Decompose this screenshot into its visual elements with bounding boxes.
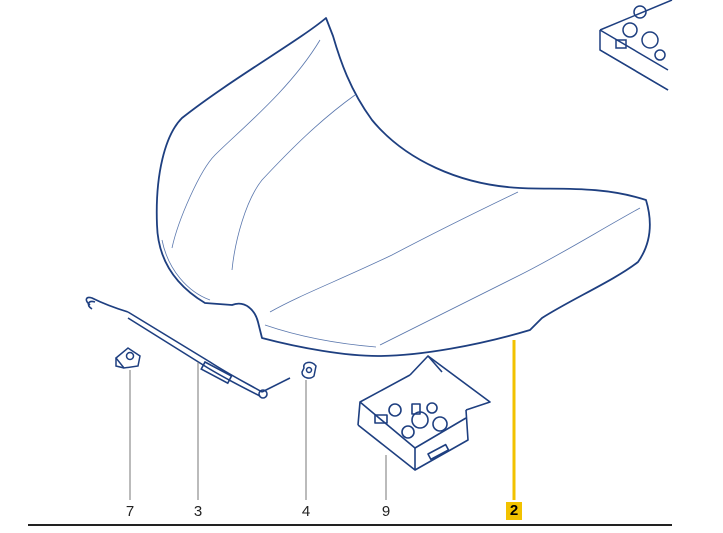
part-label-7[interactable]: 7 [125, 503, 135, 520]
bracket-part-7[interactable] [114, 347, 141, 369]
clip-kit-box-top [599, 0, 673, 91]
part-label-4[interactable]: 4 [301, 503, 311, 520]
leader-lines [129, 362, 387, 500]
bonnet-part-2[interactable] [155, 17, 651, 357]
clip-part-4[interactable] [301, 361, 317, 379]
clip-kit-box-part-9[interactable] [357, 355, 491, 471]
stay-rod-part-3[interactable] [85, 296, 291, 399]
part-label-9[interactable]: 9 [381, 503, 391, 520]
part-label-2[interactable]: 2 [506, 502, 522, 520]
part-label-3[interactable]: 3 [193, 503, 203, 520]
